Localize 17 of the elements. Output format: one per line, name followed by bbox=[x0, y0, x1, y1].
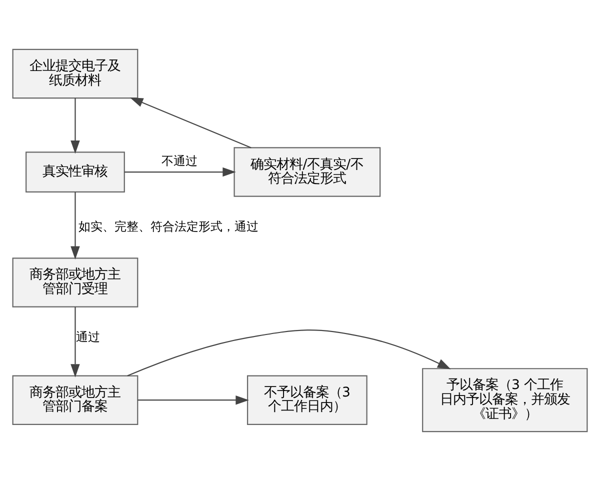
node-box: 不予以备案（3 个工作日内） bbox=[246, 374, 368, 424]
node-box: 商务部或地方主管部门备案 bbox=[12, 374, 138, 424]
arrow bbox=[130, 96, 252, 148]
arrow bbox=[127, 329, 451, 376]
arrow bbox=[124, 166, 236, 176]
node-box: 予以备案（3 个工作日内予以备案，并颁发《证书》） bbox=[422, 368, 588, 432]
arrow bbox=[138, 394, 249, 404]
arrow bbox=[70, 98, 80, 154]
edge-label: 不通过 bbox=[161, 154, 198, 168]
node-box: 真实性审核 bbox=[26, 151, 125, 192]
arrow bbox=[70, 191, 80, 259]
node-box: 确实材料/不真实/不符合法定形式 bbox=[234, 146, 381, 196]
edge-label: 通过 bbox=[76, 329, 100, 344]
edge-label: 如实、完整、符合法定形式，通过 bbox=[78, 218, 259, 233]
node-box: 商务部或地方主管部门受理 bbox=[12, 257, 138, 307]
node-box: 企业提交电子及纸质材料 bbox=[12, 48, 138, 98]
arrow bbox=[70, 306, 80, 377]
